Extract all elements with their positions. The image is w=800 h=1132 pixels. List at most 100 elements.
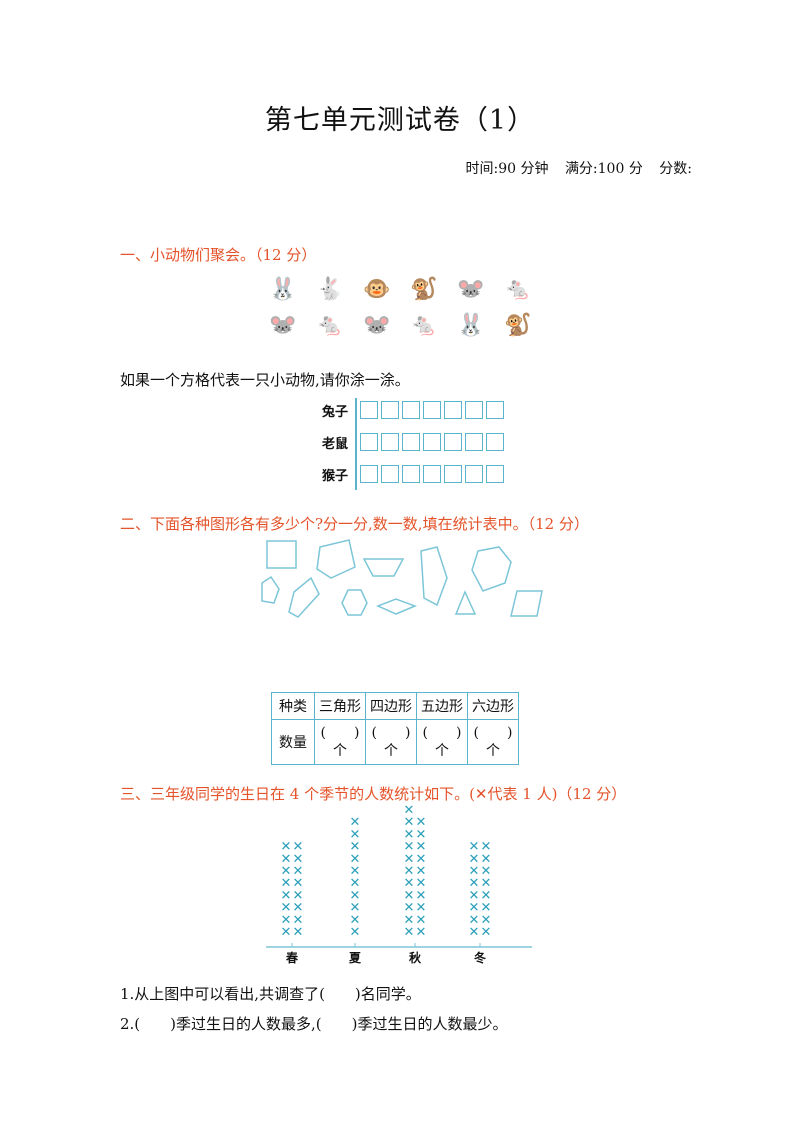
question-1: 1.从上图中可以看出,共调查了( )名同学。 (120, 985, 421, 1003)
tally-box[interactable] (360, 465, 378, 483)
tally-mark: ✕ (416, 913, 427, 928)
tally-mark: ✕ (404, 840, 415, 855)
answer-blank: ( ) (320, 725, 360, 741)
mouse-icon: 🐭 (457, 277, 485, 302)
shape-pentagon (316, 539, 356, 579)
tally-box[interactable] (360, 401, 378, 419)
tally-mark: ✕ (416, 852, 427, 867)
table-answer-cell[interactable]: ( )个 (365, 719, 417, 765)
section3-heading: 三、三年级同学的生日在 4 个季节的人数统计如下。(✕代表 1 人)（12 分） (120, 785, 627, 803)
tally-box[interactable] (465, 465, 483, 483)
tally-box[interactable] (381, 465, 399, 483)
tally-mark: ✕ (293, 925, 304, 940)
tally-box[interactable] (465, 433, 483, 451)
table-header-row: 种类三角形四边形五边形六边形 (271, 692, 519, 720)
tally-mark: ✕ (293, 913, 304, 928)
tally-box[interactable] (444, 401, 462, 419)
tally-box[interactable] (486, 465, 504, 483)
tally-mark: ✕ (481, 913, 492, 928)
tally-box[interactable] (381, 433, 399, 451)
tally-mark: ✕ (481, 852, 492, 867)
tally-box[interactable] (486, 401, 504, 419)
rabbit-icon: 🐰 (269, 277, 297, 302)
tally-mark: ✕ (404, 901, 415, 916)
unit-label: 个 (333, 743, 347, 759)
tally-mark: ✕ (416, 827, 427, 842)
shape-triangle (454, 590, 477, 615)
tally-mark: ✕ (404, 913, 415, 928)
table-row-label: 数量 (271, 719, 315, 765)
tally-mark: ✕ (481, 925, 492, 940)
tally-box[interactable] (423, 433, 441, 451)
shape-quadrilateral (420, 546, 448, 607)
table-header-cell: 六边形 (467, 692, 519, 720)
tally-mark: ✕ (481, 840, 492, 855)
tally-mark: ✕ (404, 925, 415, 940)
tally-mark: ✕ (416, 901, 427, 916)
tally-mark: ✕ (469, 888, 480, 903)
tally-box[interactable] (402, 465, 420, 483)
tally-mark: ✕ (350, 840, 361, 855)
tally-mark: ✕ (416, 815, 427, 830)
tally-mark: ✕ (350, 925, 361, 940)
rabbit-icon: 🐰 (457, 313, 485, 338)
tally-box[interactable] (423, 401, 441, 419)
tally-mark: ✕ (293, 840, 304, 855)
shape-trapezoid (362, 558, 405, 577)
tally-box[interactable] (360, 433, 378, 451)
shape-square (266, 540, 297, 569)
tally-mark: ✕ (281, 852, 292, 867)
tally-mark: ✕ (404, 827, 415, 842)
animals-row-2: 🐭🐁🐭🐁🐰🐒 (268, 311, 533, 341)
tally-box[interactable] (444, 433, 462, 451)
tally-mark: ✕ (281, 888, 292, 903)
tally-box[interactable] (402, 401, 420, 419)
monkey-icon: 🐵 (363, 277, 391, 302)
tally-mark: ✕ (469, 864, 480, 879)
table-answer-cell[interactable]: ( ) 个 (314, 719, 366, 765)
tally-row: 老鼠 (322, 431, 504, 453)
birthday-pictograph: ✕✕✕✕✕✕✕✕✕✕✕✕✕✕✕✕✕✕✕✕✕✕✕✕✕✕✕✕✕✕✕✕✕✕✕✕✕✕✕✕… (266, 803, 532, 965)
tally-mark: ✕ (404, 815, 415, 830)
shape-pentagon-small (261, 575, 280, 604)
section2-heading: 二、下面各种图形各有多少个?分一分,数一数,填在统计表中。（12 分） (120, 515, 589, 533)
tally-mark: ✕ (293, 864, 304, 879)
tally-mark: ✕ (416, 888, 427, 903)
answer-blank: ( ) (371, 725, 411, 741)
tally-mark: ✕ (416, 925, 427, 940)
tally-mark: ✕ (404, 876, 415, 891)
tally-mark: ✕ (293, 876, 304, 891)
score-field: 分数: (659, 161, 692, 177)
tally-box[interactable] (402, 433, 420, 451)
tally-mark: ✕ (481, 864, 492, 879)
tally-mark: ✕ (281, 876, 292, 891)
monkey-icon: 🐒 (504, 313, 532, 338)
tally-mark: ✕ (350, 901, 361, 916)
full-score: 满分:100 分 (564, 161, 643, 177)
table-header-cell: 种类 (271, 692, 315, 720)
shape-rhombus (376, 598, 418, 615)
tally-mark: ✕ (469, 925, 480, 940)
tally-row-label: 猴子 (322, 468, 349, 484)
tally-mark: ✕ (416, 840, 427, 855)
tally-box[interactable] (381, 401, 399, 419)
tally-mark: ✕ (281, 901, 292, 916)
time-limit: 时间:90 分钟 (465, 161, 549, 177)
tally-mark: ✕ (293, 901, 304, 916)
tally-mark: ✕ (416, 876, 427, 891)
category-label: 冬 (474, 950, 486, 965)
tally-row: 猴子 (322, 463, 504, 485)
shape-hexagon-regular (341, 589, 368, 616)
tally-box[interactable] (486, 433, 504, 451)
tally-box[interactable] (465, 401, 483, 419)
tally-mark: ✕ (350, 876, 361, 891)
page-title: 第七单元测试卷（1） (264, 105, 536, 136)
mouse-icon: 🐁 (410, 313, 438, 338)
tally-mark: ✕ (404, 888, 415, 903)
tally-box[interactable] (423, 465, 441, 483)
tally-box[interactable] (444, 465, 462, 483)
table-answer-cell[interactable]: ( )个 (467, 719, 519, 765)
tally-mark: ✕ (293, 852, 304, 867)
tally-axis (355, 398, 357, 490)
tally-mark: ✕ (281, 864, 292, 879)
